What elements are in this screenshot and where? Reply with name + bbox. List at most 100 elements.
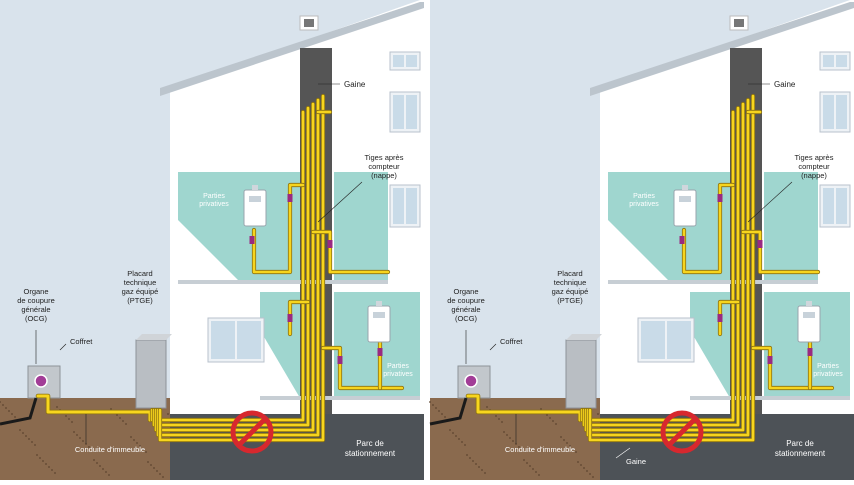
soil-grain bbox=[552, 420, 554, 422]
soil-grain bbox=[105, 471, 107, 473]
soil-grain bbox=[569, 445, 571, 447]
label-placard-line: gaz équipé bbox=[552, 287, 589, 296]
meter-icon bbox=[757, 240, 763, 248]
window-pane bbox=[823, 55, 834, 67]
label-placard-line: technique bbox=[124, 278, 157, 287]
boiler-flue bbox=[806, 301, 812, 306]
label-parties-lower-line: Parties bbox=[817, 363, 839, 370]
soil-grain bbox=[597, 413, 599, 415]
meter-icon bbox=[327, 240, 333, 248]
soil-grain bbox=[518, 446, 520, 448]
ptge-top bbox=[136, 334, 172, 340]
meter-icon bbox=[249, 236, 255, 244]
soil-grain bbox=[429, 401, 431, 403]
leader-line bbox=[59, 343, 67, 351]
soil-grain bbox=[93, 459, 95, 461]
soil-grain bbox=[546, 414, 548, 416]
soil-grain bbox=[116, 414, 118, 416]
soil-grain bbox=[150, 464, 152, 466]
window-pane bbox=[406, 188, 417, 224]
boiler-icon bbox=[367, 305, 391, 343]
boiler-icon bbox=[243, 189, 267, 227]
soil-grain bbox=[56, 406, 58, 408]
soil-grain bbox=[159, 473, 161, 475]
label-placard-line: gaz équipé bbox=[122, 287, 159, 296]
soil-grain bbox=[14, 416, 16, 418]
soil-grain bbox=[96, 462, 98, 464]
soil-grain bbox=[589, 473, 591, 475]
soil-grain bbox=[452, 432, 454, 434]
soil-grain bbox=[153, 467, 155, 469]
window-pane bbox=[393, 95, 404, 129]
soil-grain bbox=[136, 442, 138, 444]
soil-grain bbox=[139, 445, 141, 447]
label-parties-upper-line: privatives bbox=[199, 201, 229, 208]
boiler-flue bbox=[682, 185, 688, 190]
window-pane bbox=[823, 188, 834, 224]
soil-grain bbox=[76, 434, 78, 436]
soil-grain bbox=[486, 406, 488, 408]
soil-grain bbox=[108, 474, 110, 476]
soil-grain bbox=[495, 415, 497, 417]
boiler-icon bbox=[797, 305, 821, 343]
boiler-display bbox=[373, 312, 385, 318]
soil-grain bbox=[130, 436, 132, 438]
label-parc-line: stationnement bbox=[345, 449, 396, 458]
prohibited-slash bbox=[666, 416, 698, 448]
meter-icon bbox=[287, 314, 293, 322]
label-placard-line: Placard bbox=[557, 269, 582, 278]
soil-grain bbox=[481, 469, 483, 471]
label-organe-line: (OCG) bbox=[455, 314, 478, 323]
label-tiges-line: (nappe) bbox=[371, 171, 397, 180]
ptge-cabinet bbox=[565, 339, 597, 409]
window-pane bbox=[667, 321, 691, 359]
soil-grain bbox=[458, 438, 460, 440]
label-coffret-line: Coffret bbox=[70, 337, 93, 346]
soil-grain bbox=[71, 421, 73, 423]
soil-grain bbox=[82, 440, 84, 442]
window-pane bbox=[211, 321, 235, 359]
soil-grain bbox=[575, 451, 577, 453]
floor-slab bbox=[178, 280, 388, 284]
soil-grain bbox=[469, 457, 471, 459]
window-pane bbox=[836, 95, 847, 129]
soil-grain bbox=[45, 463, 47, 465]
soil-grain bbox=[0, 401, 1, 403]
soil-grain bbox=[577, 461, 579, 463]
label-organe-line: générale bbox=[21, 305, 50, 314]
window-pane bbox=[823, 95, 834, 129]
label-tiges-line: Tiges après bbox=[365, 153, 404, 162]
label-parties-upper-line: Parties bbox=[203, 193, 225, 200]
ptge-top bbox=[566, 334, 602, 340]
soil-grain bbox=[25, 435, 27, 437]
label-conduite-line: Conduite d'immeuble bbox=[75, 445, 145, 454]
label-gaine-line: Gaine bbox=[774, 80, 796, 89]
leader-line bbox=[489, 343, 497, 351]
soil-grain bbox=[586, 470, 588, 472]
window-pane bbox=[836, 188, 847, 224]
soil-grain bbox=[28, 438, 30, 440]
chimney-opening bbox=[734, 19, 744, 27]
label-placard-line: Placard bbox=[127, 269, 152, 278]
window-pane bbox=[406, 55, 417, 67]
label-placard-line: (PTGE) bbox=[127, 296, 153, 305]
gas-pipe bbox=[682, 183, 735, 274]
soil-grain bbox=[65, 415, 67, 417]
boiler-flue bbox=[376, 301, 382, 306]
meter-icon bbox=[287, 194, 293, 202]
soil-grain bbox=[145, 451, 147, 453]
label-tiges-line: compteur bbox=[798, 162, 830, 171]
soil-grain bbox=[22, 432, 24, 434]
soil-grain bbox=[566, 442, 568, 444]
label-tiges-line: (nappe) bbox=[801, 171, 827, 180]
gas-pipe bbox=[311, 230, 390, 274]
label-coffret: Coffret bbox=[70, 337, 93, 346]
boiler-display bbox=[803, 312, 815, 318]
